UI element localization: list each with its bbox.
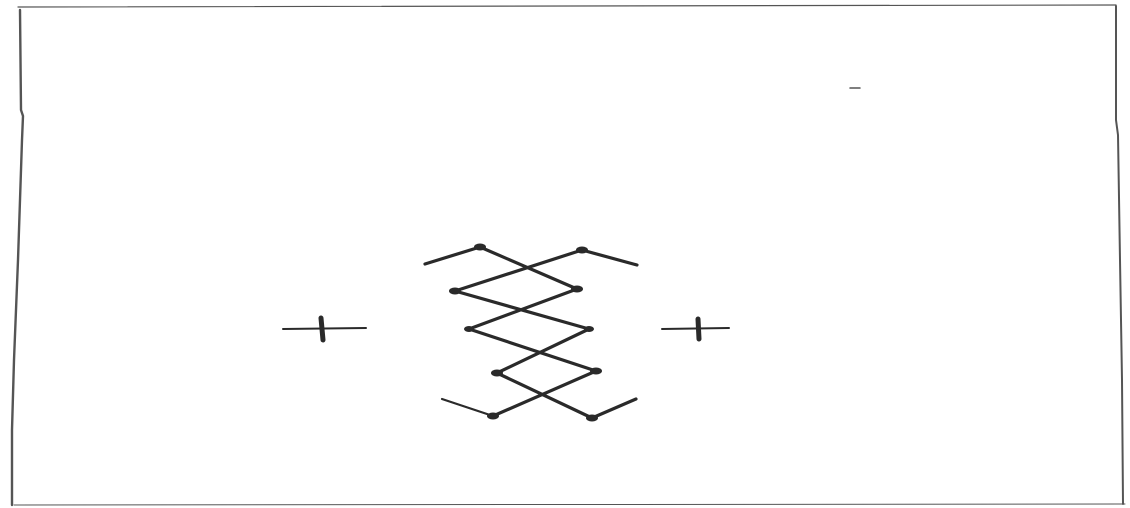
right-leg-vertex (661, 316, 730, 342)
sheet-frame (10, 4, 1126, 507)
vertex-bottom-left (487, 412, 499, 420)
right-leg-tick (695, 316, 702, 342)
frame-bottom-edge (13, 503, 1126, 506)
left-leg-line (282, 327, 367, 330)
braid-strand-b (453, 248, 639, 420)
frame-top-edge (17, 4, 1117, 8)
left-leg-vertex (282, 315, 367, 343)
frame-right-edge (1115, 5, 1124, 505)
vertex-row4-left (491, 369, 503, 377)
vertex-row2-left (449, 287, 461, 295)
frame-left-edge (10, 8, 25, 507)
vertex-top-right (576, 246, 588, 254)
vertex-row3-right (584, 326, 594, 332)
right-leg-line (661, 327, 730, 330)
left-leg-tick (318, 315, 326, 343)
vertex-bottom-right (586, 414, 598, 422)
vertex-row3-left (464, 326, 474, 332)
vertex-row4-right (590, 367, 602, 375)
lower-left-tail (440, 397, 495, 418)
lower-right-tail (590, 397, 638, 420)
vertex-top-left (474, 243, 486, 251)
vertex-row2-right (571, 285, 583, 293)
braid-vertices (449, 243, 602, 422)
braid-lattice (423, 245, 639, 420)
